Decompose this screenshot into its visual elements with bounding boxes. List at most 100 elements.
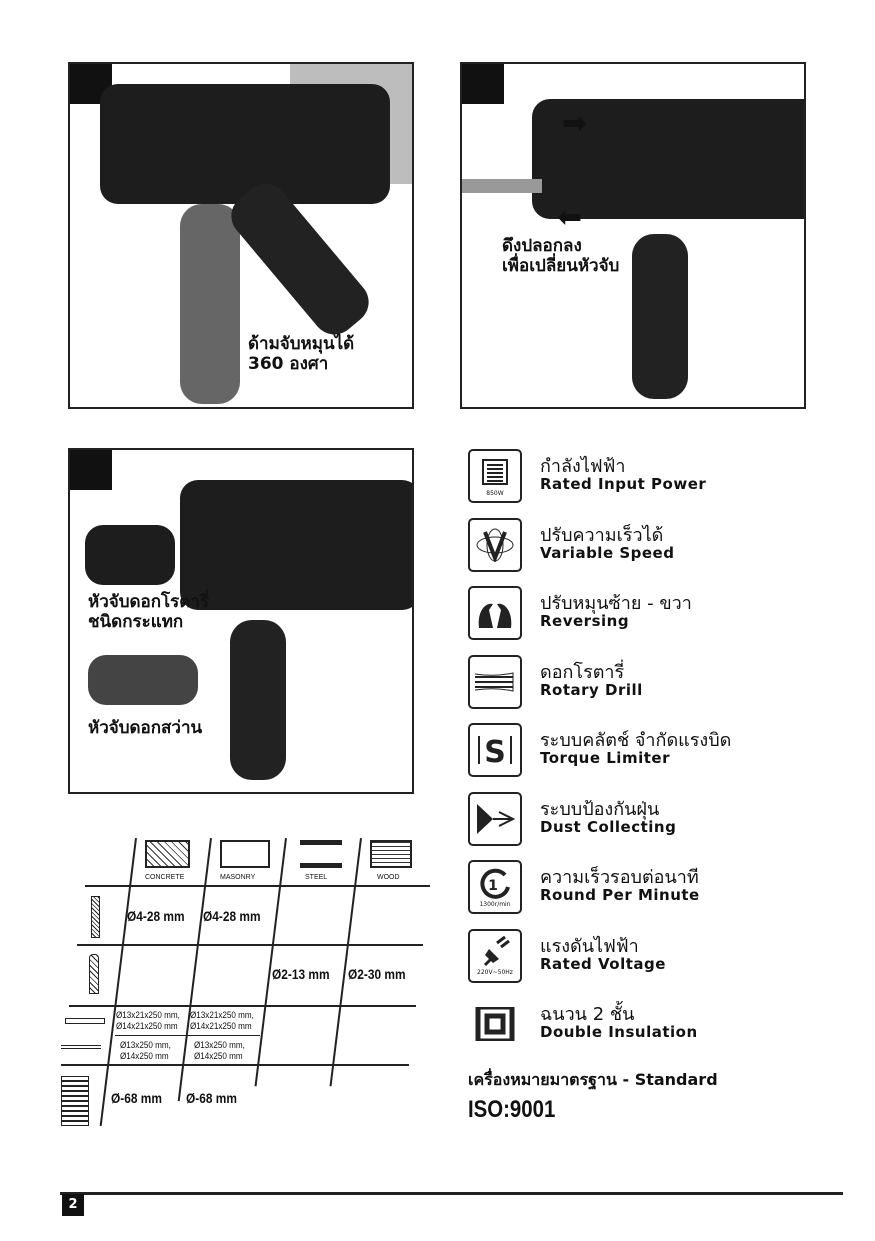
side-handle [230, 620, 286, 780]
material-label: CONCRETE [145, 874, 185, 881]
cell-line: Ø13x21x250 mm, [116, 1010, 180, 1020]
side-handle [180, 204, 240, 404]
feature-item: S ระบบคลัตช์ จำกัดแรงบิด Torque Limiter [468, 723, 848, 779]
feature-english: Dust Collecting [540, 817, 677, 836]
steel-icon [300, 840, 342, 868]
divider [329, 838, 362, 1087]
icon-label: 1300r/min [479, 900, 511, 908]
divider [69, 1005, 416, 1007]
panel-marker [70, 450, 112, 490]
cell: Ø2-13 mm [272, 966, 330, 982]
caption-line: 360 องศา [248, 354, 329, 374]
caption: ดึงปลอกลงเพื่อเปลี่ยนหัวจับ [502, 236, 619, 276]
drill-bit [462, 179, 542, 193]
drill-image [100, 84, 390, 204]
icon-label: 850W [486, 489, 504, 497]
cell-line: Ø14x21x250 mm [190, 1021, 252, 1031]
flat-chisel-icon [65, 1018, 105, 1024]
feature-item: 850W กำลังไฟฟ้า Rated Input Power [468, 449, 848, 505]
cell: Ø2-30 mm [348, 966, 406, 982]
concrete-icon [145, 840, 190, 868]
cell-line: Ø13x250 mm, [194, 1040, 245, 1050]
reverse-arrows-icon [468, 586, 522, 640]
drill-image [180, 480, 412, 610]
arrow-left-icon: ⬅ [557, 200, 583, 235]
feature-english: Torque Limiter [540, 749, 670, 767]
caption-sds: หัวจับดอกโรตารี่ชนิดกระแทก [88, 592, 209, 632]
panel-chucks: หัวจับดอกโรตารี่ชนิดกระแทก หัวจับดอกสว่า… [68, 448, 414, 794]
feature-item: ดอกโรตารี่ Rotary Drill [468, 654, 848, 711]
feature-english: Reversing [540, 612, 630, 630]
feature-english: Rated Input Power [540, 475, 707, 493]
dust-icon [468, 791, 522, 846]
feature-thai: แรงดันไฟฟ้า [540, 935, 639, 957]
twist-bit-icon [89, 954, 99, 994]
caption-line: ดึงปลอกลง [502, 236, 582, 256]
cell: Ø4-28 mm [203, 908, 261, 924]
feature-english: Double Insulation [540, 1023, 698, 1041]
caption: ด้ามจับหมุนได้360 องศา [248, 334, 354, 374]
feature-english: Rated Voltage [540, 954, 666, 973]
cell: Ø13x21x250 mm,Ø14x21x250 mm [190, 1010, 254, 1032]
plug-icon: 220V~50Hz [468, 928, 522, 983]
material-label: WOOD [377, 874, 400, 881]
feature-thai: ดอกโรตารี่ [540, 661, 625, 683]
feature-english: Variable Speed [540, 543, 675, 562]
motor-icon: 850W [468, 449, 522, 503]
feature-thai: ปรับความเร็วได้ [540, 524, 664, 546]
feature-thai: ระบบคลัตช์ จำกัดแรงบิด [540, 730, 732, 751]
feature-thai: ความเร็วรอบต่อนาที [540, 867, 699, 888]
standard-label: เครื่องหมายมาตรฐาน - Standard [468, 1070, 718, 1089]
feature-english: Round Per Minute [540, 886, 700, 904]
cell-line: Ø14x250 mm [120, 1051, 169, 1061]
drill-image [532, 99, 804, 219]
feature-english: Rotary Drill [540, 680, 643, 699]
cell: Ø13x250 mm,Ø14x250 mm [120, 1040, 171, 1062]
feature-item: 220V~50Hz แรงดันไฟฟ้า Rated Voltage [468, 928, 848, 985]
cell-line: Ø14x21x250 mm [116, 1021, 178, 1031]
feature-item: ฉนวน 2 ชั้น Double Insulation [468, 997, 848, 1053]
cell-line: Ø14x250 mm [194, 1051, 243, 1061]
svg-text:S: S [484, 735, 506, 767]
cell: Ø13x21x250 mm,Ø14x21x250 mm [116, 1010, 180, 1032]
application-table: CONCRETE MASONRY STEEL WOOD Ø4-28 mm Ø4-… [55, 830, 435, 1130]
iso-mark: ISO:9001 [468, 1096, 556, 1123]
feature-item: ปรับความเร็วได้ Variable Speed [468, 517, 848, 574]
clutch-icon: S [468, 723, 522, 777]
feature-item: ปรับหมุนซ้าย - ขวา Reversing [468, 586, 848, 642]
arrow-right-icon: ➡ [562, 106, 588, 141]
feature-thai: ฉนวน 2 ชั้น [540, 1004, 635, 1025]
feature-item: 1 1300r/min ความเร็วรอบต่อนาที Round Per … [468, 860, 848, 916]
divider [99, 838, 137, 1127]
feature-item: ระบบป้องกันฝุ่น Dust Collecting [468, 791, 848, 848]
caption-line: เพื่อเปลี่ยนหัวจับ [502, 256, 620, 276]
cell: Ø-68 mm [111, 1090, 162, 1106]
svg-text:1: 1 [488, 878, 498, 894]
panel-marker [462, 64, 504, 104]
caption-line: ด้ามจับหมุนได้ [248, 334, 355, 354]
caption-keyless: หัวจับดอกสว่าน [88, 718, 203, 738]
sds-chuck [85, 525, 175, 585]
sds-bit-icon [91, 896, 100, 938]
keyless-chuck [88, 655, 198, 705]
double-insulation-icon [468, 997, 522, 1051]
rpm-icon: 1 1300r/min [468, 860, 522, 914]
speed-icon [468, 517, 522, 572]
side-handle [632, 234, 688, 399]
page-number: 2 [62, 1194, 84, 1216]
wood-icon [370, 840, 412, 868]
point-chisel-icon [61, 1045, 101, 1049]
feature-thai: ระบบป้องกันฝุ่น [540, 798, 660, 820]
material-label: STEEL [305, 874, 328, 881]
caption-line: ชนิดกระแทก [88, 612, 184, 632]
cell: Ø-68 mm [186, 1090, 237, 1106]
cell-line: Ø13x250 mm, [120, 1040, 171, 1050]
panel-change-chuck: ➡ ⬅ ดึงปลอกลงเพื่อเปลี่ยนหัวจับ [460, 62, 806, 409]
panel-rotating-handle: ด้ามจับหมุนได้360 องศา [68, 62, 414, 409]
cell: Ø4-28 mm [127, 908, 185, 924]
rotary-bit-icon [468, 654, 522, 709]
divider [61, 1064, 409, 1066]
feature-thai: กำลังไฟฟ้า [540, 456, 626, 477]
cell: Ø13x250 mm,Ø14x250 mm [194, 1040, 245, 1062]
feature-thai: ปรับหมุนซ้าย - ขวา [540, 593, 692, 614]
